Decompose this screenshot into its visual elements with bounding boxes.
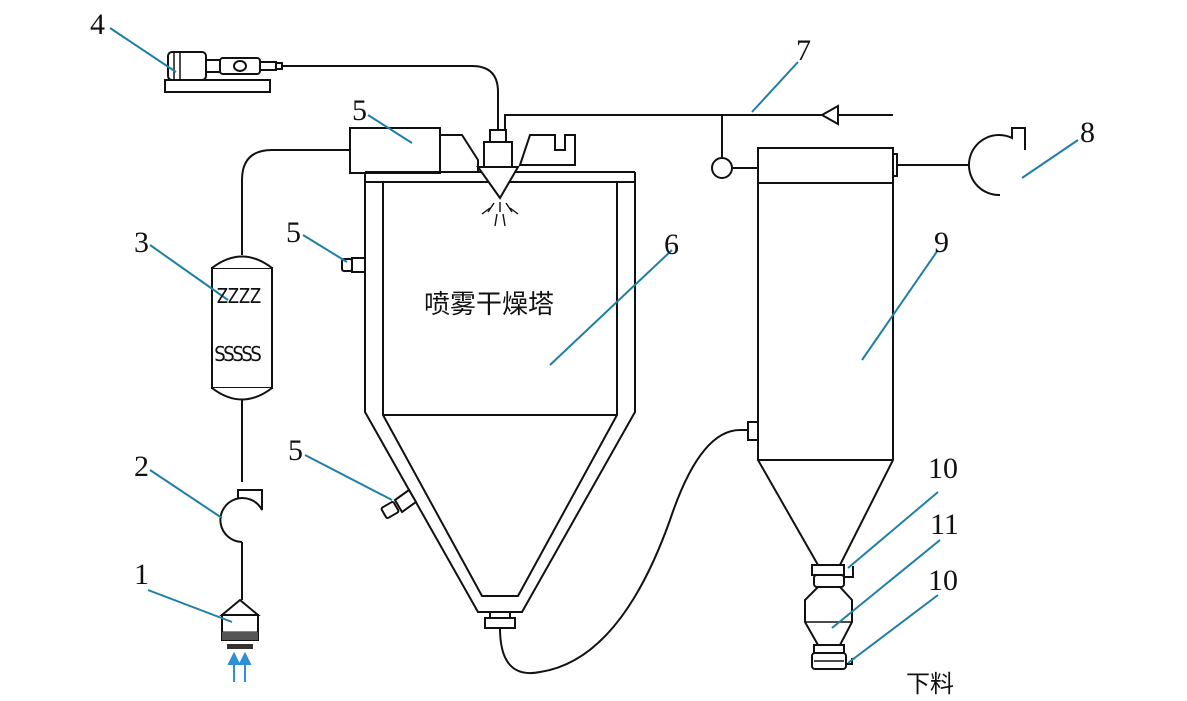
callout-5-lower-port: 5 xyxy=(288,434,303,467)
callout-leaders xyxy=(109,27,1079,664)
callout-10-lower: 10 xyxy=(928,564,958,597)
atomizer-drive xyxy=(164,51,499,132)
callout-4: 4 xyxy=(90,8,105,41)
heater-coil-top: ZZZZ xyxy=(216,284,261,308)
atomizer-nozzle xyxy=(476,129,520,227)
callout-2: 2 xyxy=(134,450,149,483)
product-transfer-pipe xyxy=(499,429,758,674)
feed-blower xyxy=(219,489,263,600)
callout-11: 11 xyxy=(930,508,959,541)
side-port-upper xyxy=(341,257,366,273)
cyclone xyxy=(757,147,894,566)
callout-1: 1 xyxy=(134,558,149,591)
spray-tower xyxy=(364,171,636,629)
callout-5-duct: 5 xyxy=(352,94,367,127)
discharge-label: 下料 xyxy=(906,670,954,698)
callout-9: 9 xyxy=(934,226,949,259)
heater-coil-bottom: SSSSS xyxy=(214,342,262,366)
callout-7: 7 xyxy=(796,34,811,67)
inlet-arrows xyxy=(227,651,252,682)
callout-10-upper: 10 xyxy=(928,452,958,485)
callout-3: 3 xyxy=(134,226,149,259)
callout-5-upper-port: 5 xyxy=(286,216,301,249)
side-port-lower xyxy=(380,488,418,519)
feed-pipe-left xyxy=(241,149,350,578)
hot-air-duct xyxy=(349,127,576,174)
discharge-assembly xyxy=(804,564,854,670)
callout-8: 8 xyxy=(1080,116,1095,149)
air-heater xyxy=(211,255,273,401)
exhaust-fan xyxy=(888,127,1026,197)
callout-6: 6 xyxy=(664,228,679,261)
tower-label: 喷雾干燥塔 xyxy=(424,290,555,320)
feed-tank xyxy=(219,598,261,649)
